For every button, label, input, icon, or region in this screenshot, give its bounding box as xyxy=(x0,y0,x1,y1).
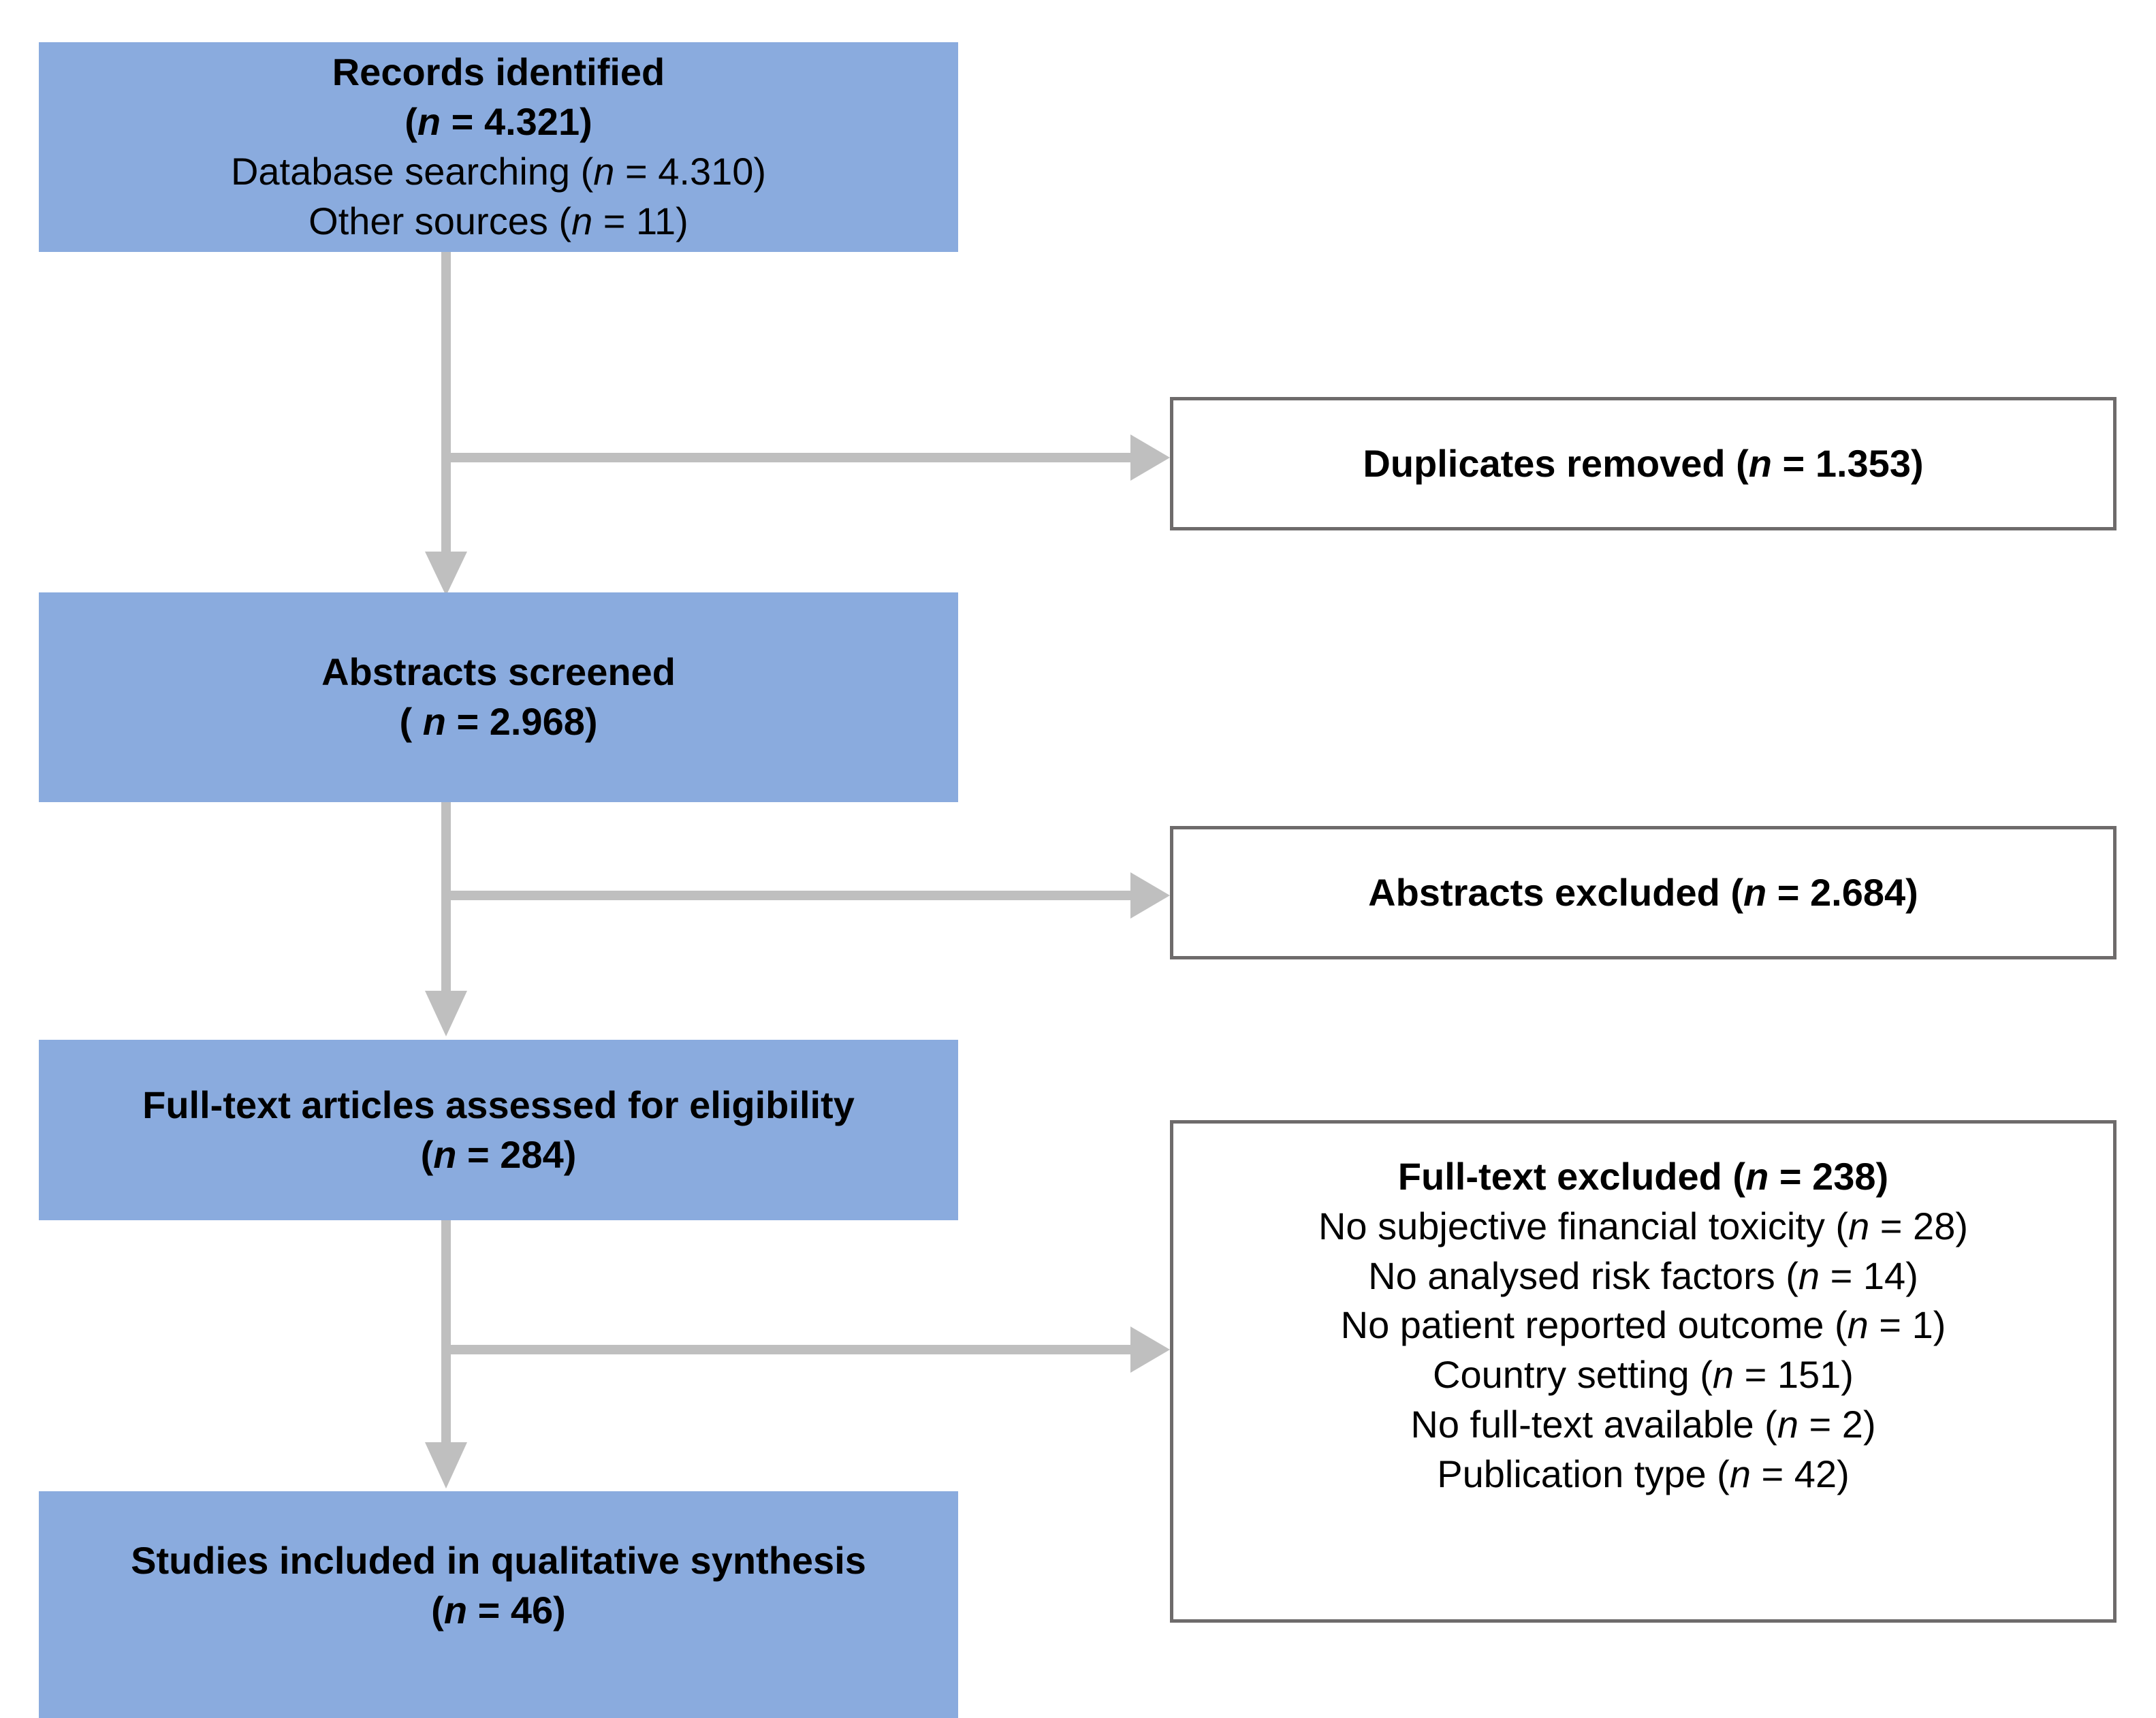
exclusion-box-duplicates-removed: Duplicates removed (n = 1.353) xyxy=(1170,397,2117,530)
full-text-assessed-title: Full-text articles assessed for eligibil… xyxy=(142,1083,855,1126)
stage-box-abstracts-screened: Abstracts screened ( n = 2.968) xyxy=(39,592,958,802)
studies-included-title: Studies included in qualitative synthesi… xyxy=(131,1539,866,1582)
stage-box-studies-included: Studies included in qualitative synthesi… xyxy=(39,1491,958,1718)
exclusion-box-abstracts-excluded: Abstracts excluded (n = 2.684) xyxy=(1170,826,2117,959)
arrow-fulltext-to-included xyxy=(425,1220,467,1489)
arrow-records-to-screened xyxy=(425,252,467,596)
full-text-excluded-reason-no-analysed-risk-factors: No analysed risk factors (n = 14) xyxy=(1368,1254,1918,1297)
records-identified-title: Records identified xyxy=(332,50,665,94)
stage-box-full-text-assessed: Full-text articles assessed for eligibil… xyxy=(39,1040,958,1220)
abstracts-excluded-label: Abstracts excluded (n = 2.684) xyxy=(1368,870,1918,914)
full-text-assessed-count: (n = 284) xyxy=(420,1132,577,1176)
arrow-screened-to-fulltext xyxy=(425,802,467,1036)
full-text-excluded-reason-publication-type: Publication type (n = 42) xyxy=(1437,1452,1850,1495)
abstracts-screened-count: ( n = 2.968) xyxy=(399,700,598,743)
full-text-excluded-label: Full-text excluded (n = 238) xyxy=(1397,1155,1889,1198)
abstracts-screened-title: Abstracts screened xyxy=(321,650,676,694)
full-text-excluded-reason-country-setting: Country setting (n = 151) xyxy=(1433,1353,1854,1397)
full-text-excluded-reason-no-full-text-available: No full-text available (n = 2) xyxy=(1410,1402,1876,1446)
duplicates-removed-label: Duplicates removed (n = 1.353) xyxy=(1363,441,1924,485)
studies-included-count: (n = 46) xyxy=(431,1589,566,1632)
records-identified-database-searching: Database searching (n = 4.310) xyxy=(230,150,767,193)
full-text-excluded-reason-no-subjective-financial-toxicity: No subjective financial toxicity (n = 28… xyxy=(1318,1204,1968,1247)
arrow-to-fulltext-excluded xyxy=(446,1326,1170,1373)
arrow-to-duplicates-removed xyxy=(446,434,1170,481)
records-identified-other-sources: Other sources (n = 11) xyxy=(308,199,688,242)
full-text-excluded-reason-no-patient-reported-outcome: No patient reported outcome (n = 1) xyxy=(1340,1303,1946,1347)
stage-box-records-identified: Records identified (n = 4.321) Database … xyxy=(39,42,958,252)
records-identified-count: (n = 4.321) xyxy=(405,100,592,144)
arrow-to-abstracts-excluded xyxy=(446,872,1170,919)
exclusion-box-full-text-excluded: Full-text excluded (n = 238) No subjecti… xyxy=(1170,1120,2117,1623)
